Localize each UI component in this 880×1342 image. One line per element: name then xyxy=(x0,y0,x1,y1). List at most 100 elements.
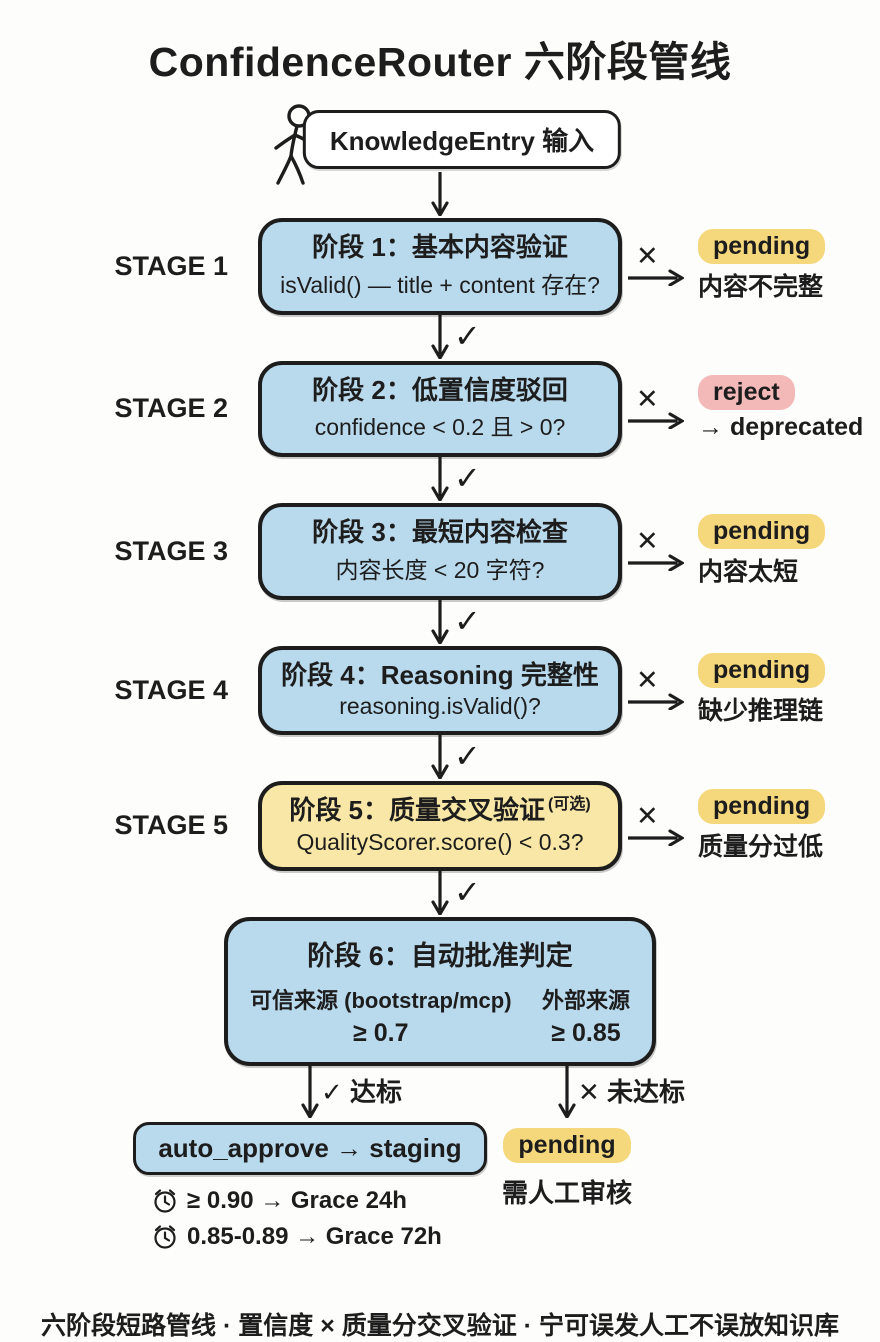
status-badge: pending xyxy=(698,229,826,265)
stage-side-label: STAGE 4 xyxy=(114,674,228,705)
x-mark-icon: ✕ xyxy=(636,526,659,557)
fail-note: 质量分过低 xyxy=(698,832,824,861)
stage-row: STAGE 4 阶段 4：Reasoning 完整性 reasoning.isV… xyxy=(0,645,880,735)
source-label: 可信来源 (bootstrap/mcp) xyxy=(250,987,512,1013)
pending-note: 需人工审核 xyxy=(501,1177,632,1208)
grace-rule: 0.85-0.89 → Grace 72h xyxy=(152,1223,442,1251)
stage-box: 阶段 4：Reasoning 完整性 reasoning.isValid()? xyxy=(258,645,622,735)
stage-title: 阶段 4：Reasoning 完整性 xyxy=(281,659,599,690)
flow-connector: ✓ xyxy=(0,870,880,917)
fail-note: 内容不完整 xyxy=(698,273,824,302)
check-mark-icon: ✓ xyxy=(454,602,481,639)
status-badge: pending xyxy=(503,1127,631,1163)
clock-icon xyxy=(154,1224,176,1249)
pass-arrow: ✓ 达标 xyxy=(301,1065,402,1118)
down-arrow-icon xyxy=(301,1065,319,1118)
flow-connector: ✓ xyxy=(0,735,880,781)
fail-branch: ✕ pending 缺少推理链 xyxy=(622,653,880,727)
grace-rule-text: 0.85-0.89 → Grace 72h xyxy=(187,1222,442,1250)
stage-title: 阶段 1：基本内容验证 xyxy=(312,232,568,262)
check-mark-icon: ✓ xyxy=(454,317,481,354)
status-badge: pending xyxy=(698,514,826,550)
fail-arrow: ✕ xyxy=(628,800,684,846)
stage-subtitle: confidence < 0.2 且 > 0? xyxy=(314,414,566,440)
fail-arrow: ✕ 未达标 xyxy=(558,1065,685,1118)
stage-side-label: STAGE 5 xyxy=(114,810,228,841)
source-label: 外部来源 xyxy=(541,987,630,1013)
status-badge: reject xyxy=(698,375,795,411)
threshold-value: ≥ 0.85 xyxy=(551,1018,621,1047)
check-mark-icon: ✓ xyxy=(454,738,481,774)
down-arrow-icon xyxy=(431,314,449,359)
flow-connector: ✓ xyxy=(0,457,880,503)
right-arrow-icon xyxy=(628,269,684,287)
stage-subtitle: 内容长度 < 20 字符? xyxy=(335,556,545,583)
status-badge: pending xyxy=(698,653,826,689)
stage-subtitle: reasoning.isValid()? xyxy=(339,693,541,719)
fail-branch-final: ✕ 未达标 pending 需人工审核 xyxy=(452,1065,685,1210)
stage-side-label: STAGE 3 xyxy=(114,535,228,566)
threshold-value: ≥ 0.7 xyxy=(353,1018,409,1047)
stage-box: 阶段 3：最短内容检查 内容长度 < 20 字符? xyxy=(258,503,622,600)
stage-row: STAGE 5 阶段 5：质量交叉验证(可选) QualityScorer.sc… xyxy=(0,781,880,871)
grace-rule: ≥ 0.90 → Grace 24h xyxy=(152,1187,442,1215)
fail-branch: ✕ pending 质量分过低 xyxy=(622,788,880,863)
grace-rule-text: ≥ 0.90 → Grace 24h xyxy=(187,1186,407,1214)
fail-note: 内容太短 xyxy=(698,558,799,587)
stage-title: 阶段 5：质量交叉验证(可选) xyxy=(289,795,591,825)
stage-row: STAGE 2 阶段 2：低置信度驳回 confidence < 0.2 且 >… xyxy=(0,360,880,457)
outcome-branches: ✓ 达标 auto_approve → staging ≥ 0.90 → Gra… xyxy=(0,1065,880,1304)
external-source-criterion: 外部来源 ≥ 0.85 xyxy=(542,983,630,1048)
stage-subtitle: isValid() — title + content 存在? xyxy=(280,271,600,298)
page-title: ConfidenceRouter 六阶段管线 xyxy=(148,39,732,85)
fail-arrow: ✕ xyxy=(628,526,684,572)
auto-approve-node: auto_approve → staging xyxy=(133,1121,487,1175)
stage-subtitle: QualityScorer.score() < 0.3? xyxy=(296,828,584,855)
clock-icon xyxy=(154,1188,176,1213)
stage-box: 阶段 2：低置信度驳回 confidence < 0.2 且 > 0? xyxy=(258,360,622,457)
flow-connector: ✓ xyxy=(0,314,880,361)
fail-branch: ✕ pending 内容太短 xyxy=(622,514,880,588)
fail-note: 缺少推理链 xyxy=(698,697,824,726)
fail-note: → deprecated xyxy=(698,413,864,442)
fail-arrow: ✕ xyxy=(628,386,684,429)
pass-label: ✓ 达标 xyxy=(321,1076,403,1107)
stage-row: STAGE 1 阶段 1：基本内容验证 isValid() — title + … xyxy=(0,218,880,315)
flow-connector xyxy=(0,172,880,218)
right-arrow-icon xyxy=(628,554,684,572)
grace-rules: ≥ 0.90 → Grace 24h 0.85-0.89 → Grace 72h xyxy=(152,1187,442,1251)
x-mark-icon: ✕ xyxy=(636,800,659,831)
input-row: KnowledgeEntry 输入 xyxy=(0,104,880,185)
optional-tag: (可选) xyxy=(548,796,591,814)
fail-branch: ✕ pending 内容不完整 xyxy=(622,229,880,303)
input-node: KnowledgeEntry 输入 xyxy=(302,110,622,169)
trusted-source-criterion: 可信来源 (bootstrap/mcp) ≥ 0.7 xyxy=(250,983,512,1048)
down-arrow-icon xyxy=(431,599,449,644)
check-mark-icon: ✓ xyxy=(454,460,481,496)
fail-label: ✕ 未达标 xyxy=(578,1076,686,1107)
stage-title: 阶段 3：最短内容检查 xyxy=(312,517,568,547)
stage-side-label: STAGE 1 xyxy=(114,250,228,281)
right-arrow-icon xyxy=(628,411,684,429)
down-arrow-icon xyxy=(431,735,449,779)
stage-row: STAGE 3 阶段 3：最短内容检查 内容长度 < 20 字符? ✕ pend… xyxy=(0,503,880,600)
flow-connector: ✓ xyxy=(0,599,880,646)
fail-arrow: ✕ xyxy=(628,241,684,287)
stage-title: 阶段 6：自动批准判定 xyxy=(307,940,573,971)
check-mark-icon: ✓ xyxy=(454,873,481,910)
stage-title: 阶段 2：低置信度驳回 xyxy=(312,374,568,405)
down-arrow-icon xyxy=(431,457,449,501)
x-mark-icon: ✕ xyxy=(636,665,659,696)
x-mark-icon: ✕ xyxy=(636,241,659,272)
pass-branch: ✓ 达标 auto_approve → staging ≥ 0.90 → Gra… xyxy=(133,1065,487,1251)
down-arrow-icon xyxy=(431,172,449,216)
stage-box: 阶段 1：基本内容验证 isValid() — title + content … xyxy=(258,218,622,315)
down-arrow-icon xyxy=(431,870,449,915)
stage6-box: 阶段 6：自动批准判定 可信来源 (bootstrap/mcp) ≥ 0.7 外… xyxy=(224,916,656,1066)
stage-box: 阶段 5：质量交叉验证(可选) QualityScorer.score() < … xyxy=(258,781,622,871)
fail-branch: ✕ reject → deprecated xyxy=(622,375,880,442)
status-badge: pending xyxy=(698,788,826,824)
fail-arrow: ✕ xyxy=(628,665,684,711)
footer-caption: 六阶段短路管线 · 置信度 × 质量分交叉验证 · 宁可误发人工不误放知识库 xyxy=(41,1311,839,1340)
down-arrow-icon xyxy=(558,1065,576,1118)
